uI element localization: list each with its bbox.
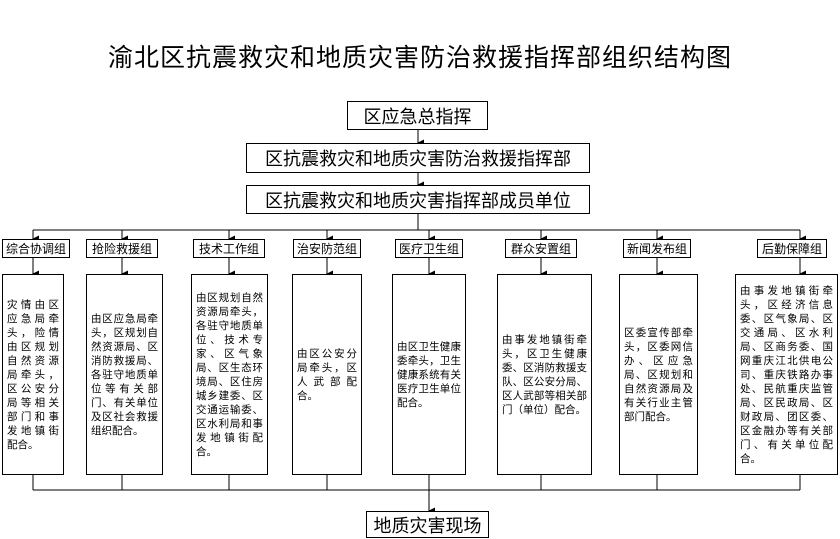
group-box: 抢险救援组 — [86, 239, 158, 258]
group-desc-box: 由区应急局牵头，区规划自然资源局、区消防救援局、各驻守地质单位等有关部门、有关单… — [86, 274, 163, 475]
group-desc-box: 由区公安分局牵头，区人武部配合。 — [292, 274, 362, 475]
group-box: 医疗卫生组 — [395, 239, 463, 258]
group-desc-box: 由事发地镇街牵头，区卫生健康委、区消防救援支队、区公安分局、区人武部等相关部门（… — [497, 274, 592, 475]
group-desc-text: 灾情由区应急局牵头，险情由区规划自然资源局牵头，区公安分局等相关部门和事发地镇街… — [7, 298, 59, 451]
page-title: 渝北区抗震救灾和地质灾害防治救援指挥部组织结构图 — [107, 43, 732, 72]
group-box: 后勤保障组 — [757, 239, 827, 258]
group-desc-box: 由区规划自然资源局牵头，各驻守地质单位、技术专家、区气象局、区生态环境局、区住房… — [191, 274, 268, 475]
group-box: 综合协调组 — [2, 239, 70, 258]
group-desc-text: 由区公安分局牵头，区人武部配合。 — [297, 347, 357, 402]
group-desc-box: 灾情由区应急局牵头，险情由区规划自然资源局牵头，区公安分局等相关部门和事发地镇街… — [2, 274, 64, 475]
group-desc-text: 由事发地镇街牵头，区经济信息委、区气象局、区交通局、区水利局、区商务委、国网重庆… — [740, 284, 833, 465]
group-desc-text: 由区卫生健康委牵头，卫生健康系统有关医疗卫生单位配合。 — [397, 340, 461, 409]
group-desc-text: 区委宣传部牵头，区委网信办、区应急局、区规划和自然资源局及有关行业主管部门配合。 — [624, 326, 693, 423]
group-desc-text: 由区应急局牵头，区规划自然资源局、区消防救援局、各驻守地质单位等有关部门、有关单… — [91, 312, 158, 437]
group-desc-text: 由事发地镇街牵头，区卫生健康委、区消防救援支队、区公安分局、区人武部等相关部门（… — [502, 333, 587, 416]
group-box: 治安防范组 — [293, 239, 361, 258]
group-desc-box: 由事发地镇街牵头，区经济信息委、区气象局、区交通局、区水利局、区商务委、国网重庆… — [735, 274, 838, 475]
group-box: 新闻发布组 — [623, 239, 691, 258]
command-box: 区应急总指挥 — [347, 101, 488, 130]
group-box: 技术工作组 — [193, 239, 265, 258]
hq-box: 区抗震救灾和地质灾害防治救援指挥部 — [246, 143, 590, 173]
group-desc-text: 由区规划自然资源局牵头，各驻守地质单位、技术专家、区气象局、区生态环境局、区住房… — [196, 291, 263, 458]
group-box: 群众安置组 — [505, 239, 577, 258]
group-desc-box: 由区卫生健康委牵头，卫生健康系统有关医疗卫生单位配合。 — [392, 274, 466, 475]
group-desc-box: 区委宣传部牵头，区委网信办、区应急局、区规划和自然资源局及有关行业主管部门配合。 — [619, 274, 698, 475]
site-box: 地质灾害现场 — [366, 511, 489, 538]
members-box: 区抗震救灾和地质灾害指挥部成员单位 — [246, 185, 590, 214]
